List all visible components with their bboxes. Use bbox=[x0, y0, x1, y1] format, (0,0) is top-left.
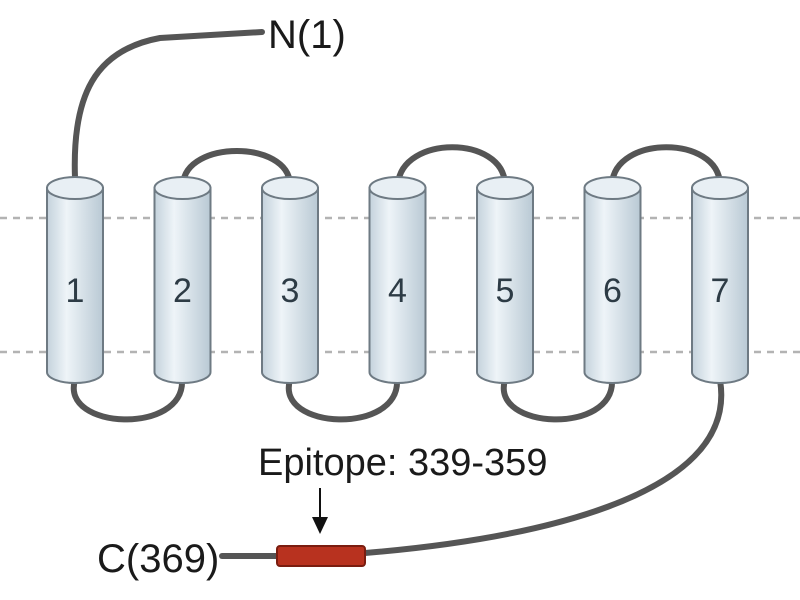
helix-top-cap bbox=[46, 176, 104, 200]
helix-6: 6 bbox=[583, 176, 642, 384]
helix-3: 3 bbox=[261, 176, 319, 384]
helix-top-cap bbox=[153, 176, 212, 200]
epitope-arrow-head bbox=[312, 517, 328, 534]
helix-number-label: 5 bbox=[496, 272, 515, 310]
helix-body bbox=[153, 187, 212, 384]
helix-number-label: 3 bbox=[281, 272, 300, 310]
helix-top-cap bbox=[261, 176, 319, 200]
helix-number-label: 7 bbox=[711, 272, 730, 310]
extracellular-loop-2 bbox=[395, 144, 508, 187]
helix-top-cap bbox=[583, 176, 642, 200]
extracellular-loop-1 bbox=[180, 148, 293, 187]
helix-2: 2 bbox=[153, 176, 212, 384]
intracellular-loop-2 bbox=[285, 377, 401, 423]
n-terminal-tail bbox=[71, 29, 265, 181]
helix-body bbox=[583, 187, 642, 384]
helix-top-cap bbox=[368, 176, 427, 200]
helix-body bbox=[368, 187, 427, 384]
helix-1: 1 bbox=[46, 176, 104, 384]
extracellular-loop-3 bbox=[609, 144, 723, 187]
c-terminal-tail bbox=[362, 377, 725, 556]
helix-number-label: 1 bbox=[66, 272, 85, 310]
helix-top-cap bbox=[476, 176, 534, 200]
helix-number-label: 2 bbox=[173, 272, 192, 310]
helix-4: 4 bbox=[368, 176, 427, 384]
intracellular-loop-3 bbox=[500, 377, 616, 423]
helix-number-label: 6 bbox=[603, 272, 622, 310]
helix-body bbox=[46, 187, 104, 384]
epitope-label: Epitope: 339-359 bbox=[258, 442, 547, 484]
helix-7: 7 bbox=[691, 176, 749, 384]
helix-body bbox=[476, 187, 534, 384]
intracellular-loop-1 bbox=[70, 377, 186, 423]
c-terminus-label: C(369) bbox=[97, 537, 219, 581]
helix-body bbox=[261, 187, 319, 384]
helix-body bbox=[691, 187, 749, 384]
epitope-marker bbox=[276, 545, 366, 567]
helix-number-label: 4 bbox=[388, 272, 407, 310]
helix-5: 5 bbox=[476, 176, 534, 384]
helix-top-cap bbox=[691, 176, 749, 200]
n-terminus-label: N(1) bbox=[268, 13, 346, 57]
